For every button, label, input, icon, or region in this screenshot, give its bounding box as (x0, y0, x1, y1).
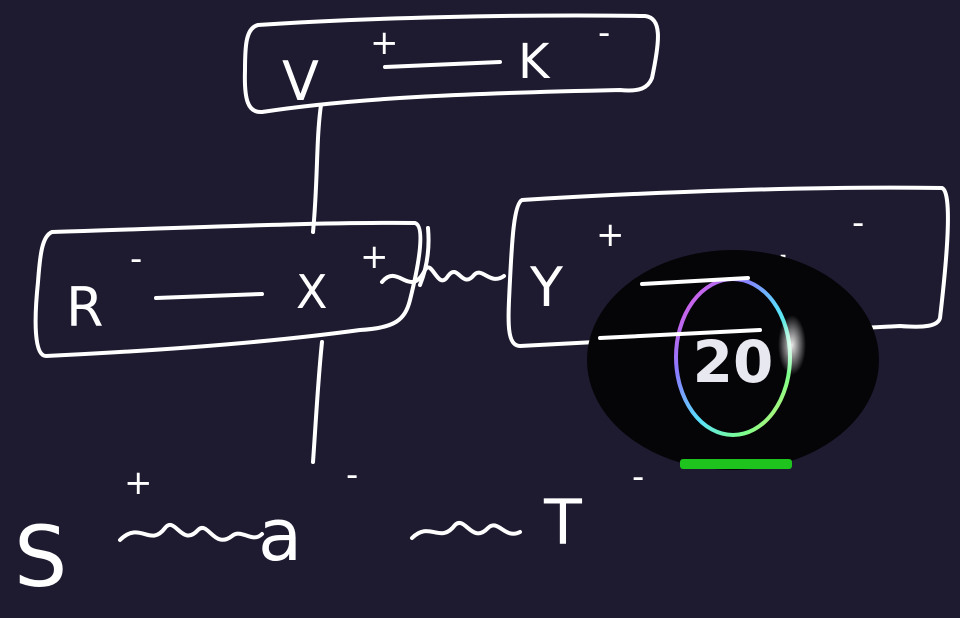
top-box-outline (242, 13, 660, 114)
bottom-second-charge: - (346, 455, 358, 495)
middle-left-box-bond (154, 292, 264, 300)
timer-value: 20 (693, 328, 774, 396)
middle-left-box-left-charge: - (130, 239, 142, 279)
middle-right-box-outline (506, 185, 950, 348)
bottom-first-letter: S (14, 508, 67, 606)
bottom-third-charge: - (632, 457, 644, 497)
top-box-bond (383, 60, 502, 69)
bottom-third-letter: T (543, 486, 583, 559)
wavy-connector-x-to-y (380, 265, 506, 285)
top-box-right-charge: - (598, 13, 610, 53)
bottom-wavy-bond-2 (410, 521, 522, 540)
bottom-first-charge: + (124, 463, 153, 503)
timer-progress-bar (680, 459, 792, 469)
timer-ring-glow (778, 315, 806, 375)
middle-right-box-right-charge: - (852, 203, 864, 243)
middle-right-box-outline-over-timer (598, 328, 762, 340)
middle-left-box-right-letter: X (296, 265, 328, 319)
timer-backdrop (587, 250, 879, 470)
middle-right-box-bond (640, 276, 750, 286)
bottom-wavy-bond-1 (118, 523, 264, 542)
top-box-left-letter: V (282, 50, 319, 113)
middle-left-box-left-letter: R (66, 276, 104, 339)
bottom-row: S + a - T - (14, 455, 644, 606)
wavy-connector-tick (418, 226, 431, 287)
middle-right-box-left-letter: Y (529, 256, 564, 319)
top-box: V + K - (242, 13, 660, 114)
top-box-left-charge: + (370, 23, 399, 63)
middle-right-box-left-charge: + (596, 215, 625, 255)
middle-left-box-right-charge: + (360, 237, 389, 277)
bottom-second-letter: a (258, 493, 302, 577)
connector-top-to-x (311, 103, 323, 234)
middle-left-box-outline (33, 220, 423, 358)
timer-overlay: 20 (587, 250, 879, 470)
middle-left-box: R - X + (33, 220, 423, 358)
top-box-right-letter: K (518, 34, 551, 90)
connector-x-to-bottom (311, 340, 324, 464)
